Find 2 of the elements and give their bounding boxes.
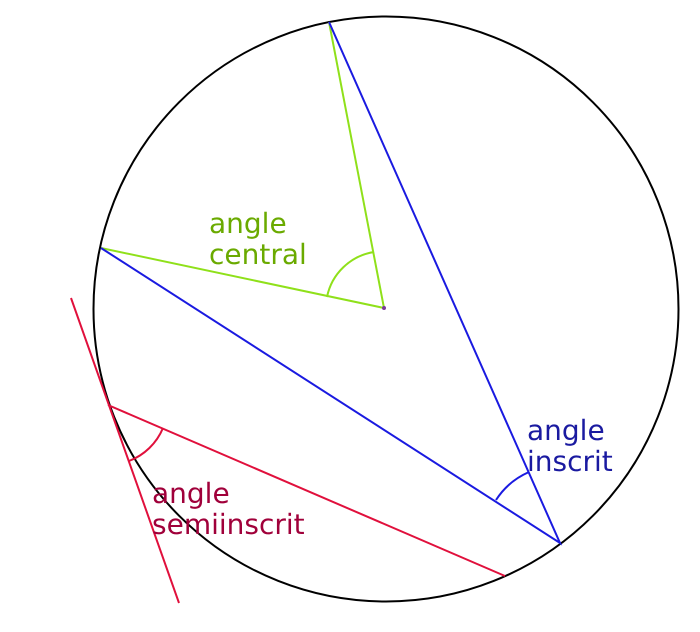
angle-label: angle central: [209, 208, 307, 270]
angle-label: angle inscrit: [527, 415, 613, 477]
